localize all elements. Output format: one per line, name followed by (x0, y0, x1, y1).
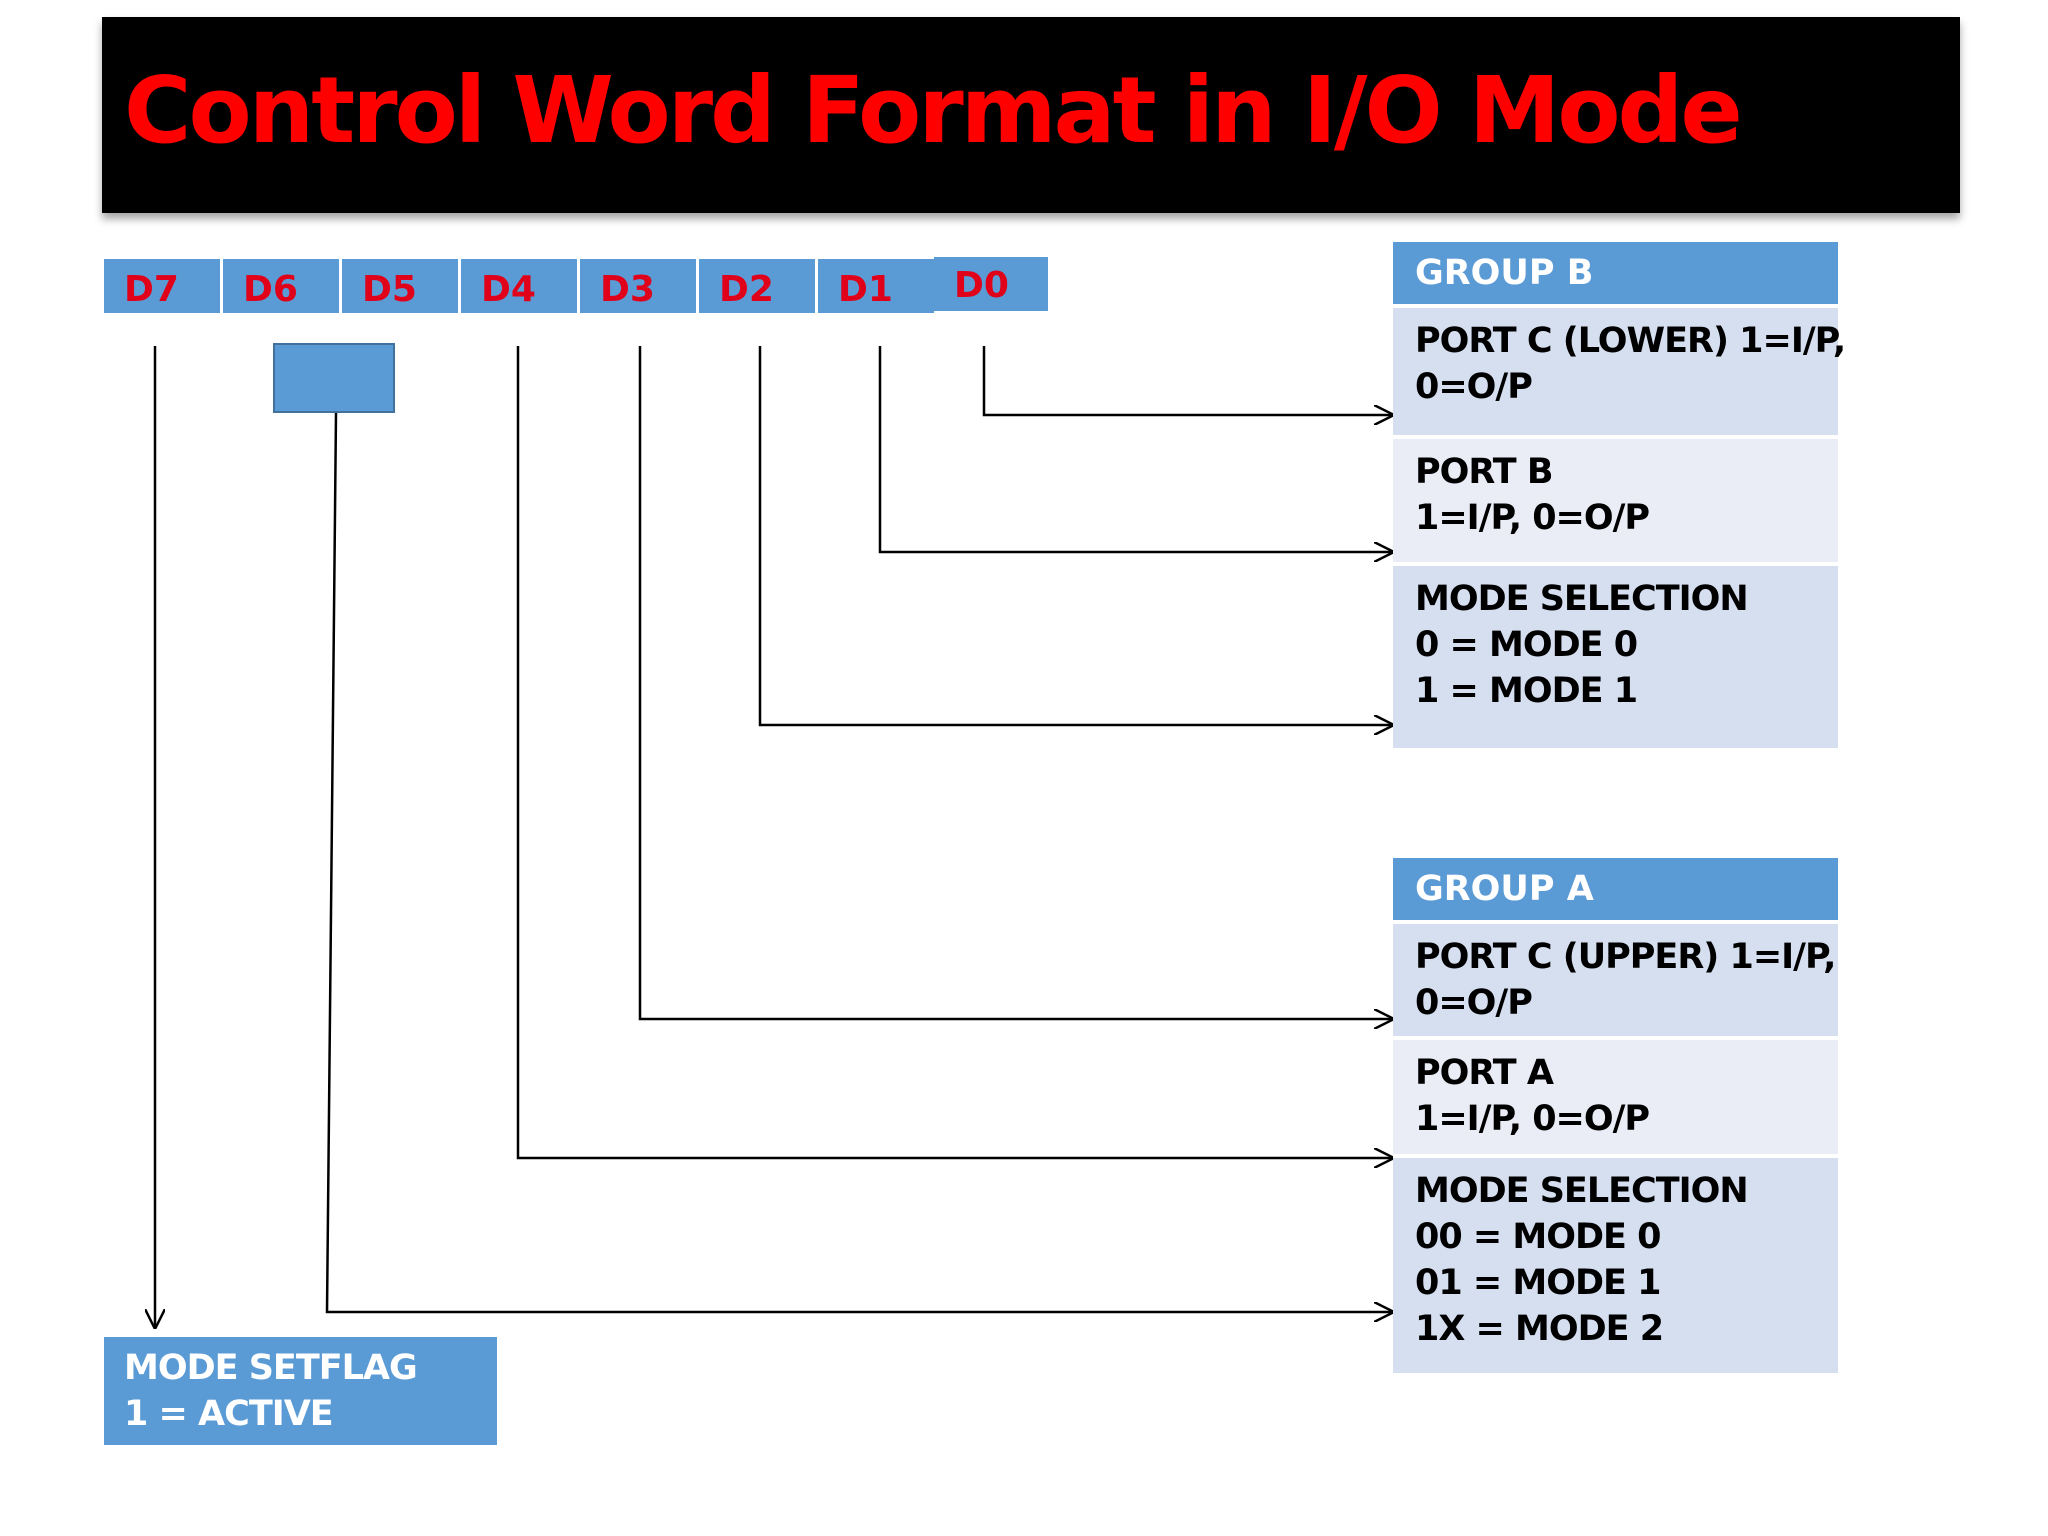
group-a-mode-line-3: 01 = MODE 1 (1415, 1263, 1661, 1303)
wire-d0 (982, 346, 1393, 415)
port-a-line-1: PORT A (1415, 1053, 1554, 1093)
port-c-upper-line-1: PORT C (UPPER) 1=I/P, (1415, 937, 1836, 977)
bit-cell-d6: D6 (223, 259, 339, 313)
group-a-panel: GROUP A PORT C (UPPER) 1=I/P, 0=O/P PORT… (1393, 858, 1838, 1373)
group-b-mode-selection-row: MODE SELECTION 0 = MODE 0 1 = MODE 1 (1393, 562, 1838, 748)
port-b-line-2: 1=I/P, 0=O/P (1415, 498, 1650, 538)
group-b-port-b-row: PORT B 1=I/P, 0=O/P (1393, 435, 1838, 562)
port-c-lower-line-1: PORT C (LOWER) 1=I/P, (1415, 321, 1846, 361)
wire-d6-d5 (325, 412, 1393, 1312)
mode-set-flag-line-2: 1 = ACTIVE (124, 1394, 334, 1434)
bit-cell-d0: D0 (934, 257, 1048, 311)
slide-title: Control Word Format in I/O Mode (124, 57, 1743, 164)
port-c-lower-line-2: 0=O/P (1415, 367, 1533, 407)
group-a-port-c-upper-row: PORT C (UPPER) 1=I/P, 0=O/P (1393, 920, 1838, 1036)
group-b-port-c-lower-row: PORT C (LOWER) 1=I/P, 0=O/P (1393, 304, 1846, 435)
group-a-port-a-row: PORT A 1=I/P, 0=O/P (1393, 1036, 1838, 1154)
port-a-line-2: 1=I/P, 0=O/P (1415, 1099, 1650, 1139)
group-b-mode-line-3: 1 = MODE 1 (1415, 671, 1638, 711)
group-b-panel: GROUP B PORT C (LOWER) 1=I/P, 0=O/P PORT… (1393, 242, 1846, 748)
group-b-mode-line-2: 0 = MODE 0 (1415, 625, 1638, 665)
wire-d1 (878, 346, 1393, 552)
group-a-mode-line-4: 1X = MODE 2 (1415, 1309, 1664, 1349)
wire-d3 (638, 346, 1393, 1019)
group-b-header: GROUP B (1393, 242, 1838, 304)
wire-d2 (758, 346, 1393, 725)
bit-cell-d1: D1 (818, 259, 934, 313)
mode-set-flag-box: MODE SETFLAG 1 = ACTIVE (104, 1337, 497, 1445)
d6-d5-joiner-box (273, 343, 395, 413)
wire-d4 (516, 346, 1393, 1158)
bit-cell-d7: D7 (104, 259, 220, 313)
bit-cell-d4: D4 (461, 259, 577, 313)
group-b-mode-line-1: MODE SELECTION (1415, 579, 1749, 619)
group-a-header: GROUP A (1393, 858, 1838, 920)
port-c-upper-line-2: 0=O/P (1415, 983, 1533, 1023)
mode-set-flag-line-1: MODE SETFLAG (124, 1348, 418, 1388)
group-a-mode-selection-row: MODE SELECTION 00 = MODE 0 01 = MODE 1 1… (1393, 1154, 1838, 1373)
group-a-mode-line-1: MODE SELECTION (1415, 1171, 1749, 1211)
bit-cell-d3: D3 (580, 259, 696, 313)
bit-cell-d2: D2 (699, 259, 815, 313)
title-bar: Control Word Format in I/O Mode (102, 17, 1960, 213)
port-b-line-1: PORT B (1415, 452, 1554, 492)
bit-cell-d5: D5 (342, 259, 458, 313)
group-a-mode-line-2: 00 = MODE 0 (1415, 1217, 1661, 1257)
